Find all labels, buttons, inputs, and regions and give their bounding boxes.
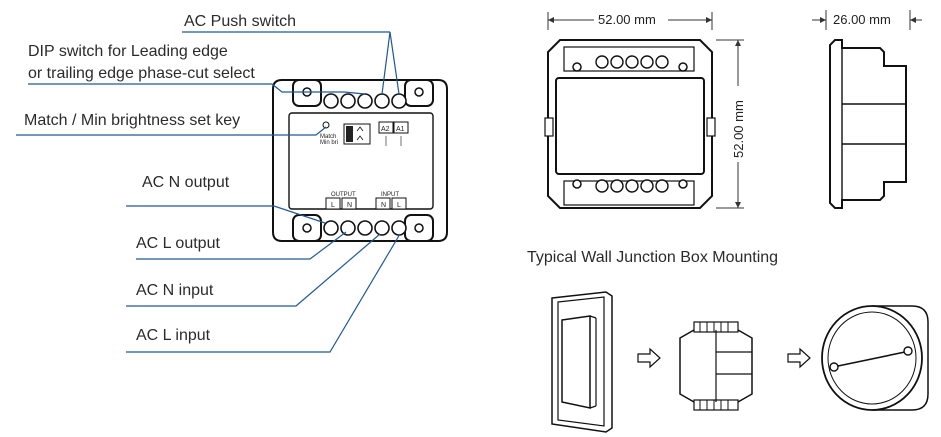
svg-text:AC N output: AC N output (142, 174, 230, 191)
top-terminal-screws (323, 93, 407, 109)
input-terminals: INPUT N L (375, 192, 407, 210)
svg-text:L: L (397, 202, 401, 209)
svg-text:AC Push switch: AC Push switch (184, 13, 296, 30)
svg-text:N: N (347, 202, 352, 209)
a-terminal-block: A2 A1 (378, 121, 409, 146)
callout-ac-n-output: AC N output (126, 174, 326, 224)
svg-text:AC L output: AC L output (136, 235, 220, 252)
junction-box-illustration (821, 305, 929, 411)
svg-text:Min bri: Min bri (320, 140, 338, 146)
callout-dip-switch: DIP switch for Leading edge or trailing … (28, 43, 366, 95)
callout-ac-push-switch: AC Push switch (182, 13, 400, 95)
svg-text:DIP switch for Leading edge: DIP switch for Leading edge (28, 43, 228, 60)
device-front-view: Match Min bri A2 A1 OUTPUT L N INPUT (272, 79, 448, 242)
callout-ac-l-output: AC L output (136, 231, 347, 260)
bottom-terminal-screws (323, 220, 407, 236)
callout-ac-l-input: AC L input (126, 233, 401, 353)
svg-text:AC N input: AC N input (136, 282, 214, 299)
dimension-front-view: 52.00 mm 52.00 mm (544, 12, 746, 209)
svg-text:INPUT: INPUT (381, 192, 399, 198)
output-terminals: OUTPUT L N (325, 192, 357, 210)
dip-switch (343, 123, 371, 145)
arrow-icon (637, 347, 661, 369)
svg-text:Match: Match (320, 134, 336, 140)
callout-match-key: Match / Min brightness set key (16, 112, 327, 136)
mounting-title: Typical Wall Junction Box Mounting (527, 249, 778, 266)
dimension-side-view: 26.00 mm (812, 10, 922, 209)
svg-text:A2: A2 (381, 126, 390, 133)
svg-text:52.00 mm: 52.00 mm (731, 100, 746, 158)
svg-text:AC L input: AC L input (136, 327, 211, 344)
svg-text:L: L (331, 202, 335, 209)
svg-text:52.00 mm: 52.00 mm (598, 12, 656, 27)
svg-text:Match / Min brightness set key: Match / Min brightness set key (24, 112, 240, 129)
wall-switch-illustration (551, 291, 613, 433)
callout-ac-n-input: AC N input (126, 233, 381, 307)
svg-text:or trailing edge phase-cut sel: or trailing edge phase-cut select (28, 65, 255, 82)
svg-text:OUTPUT: OUTPUT (331, 192, 356, 198)
svg-text:N: N (381, 202, 386, 209)
svg-text:A1: A1 (396, 126, 405, 133)
module-3d-illustration (679, 321, 753, 411)
device-label-panel (288, 112, 434, 210)
match-key: Match Min bri (320, 121, 338, 146)
arrow-icon (787, 347, 811, 369)
svg-text:26.00 mm: 26.00 mm (833, 12, 891, 27)
